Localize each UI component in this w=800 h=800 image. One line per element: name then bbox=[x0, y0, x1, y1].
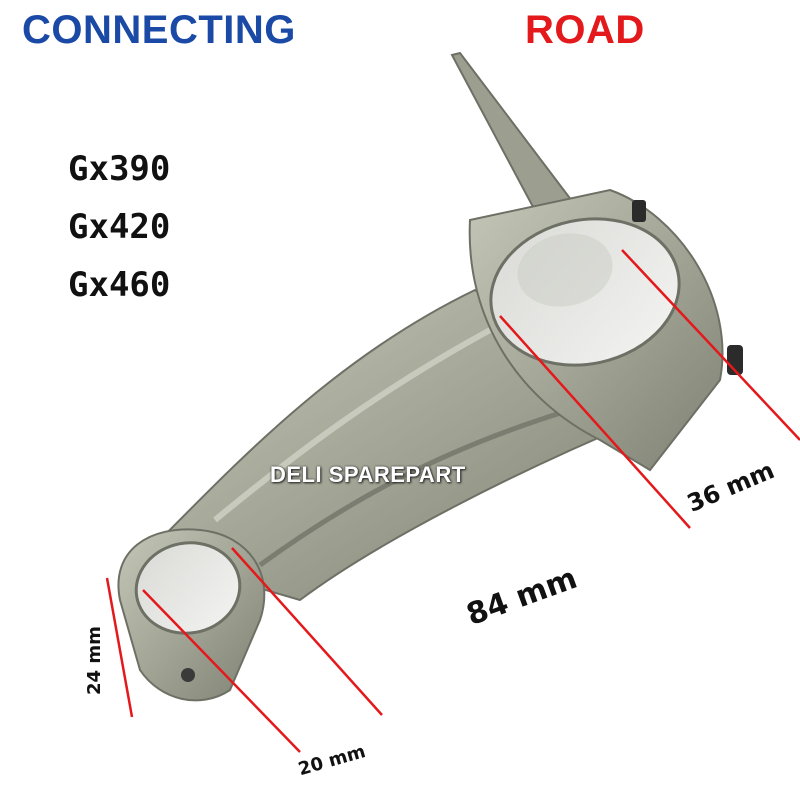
watermark-text: DELI SPAREPART bbox=[270, 462, 466, 487]
heading-road: ROAD bbox=[525, 8, 645, 52]
model-label: Gx390 bbox=[68, 149, 171, 189]
model-label: Gx460 bbox=[68, 265, 171, 305]
model-label: Gx420 bbox=[68, 207, 171, 247]
heading-connecting: CONNECTING bbox=[22, 8, 296, 52]
dimension-small-end-width: 24 mm bbox=[84, 626, 105, 695]
